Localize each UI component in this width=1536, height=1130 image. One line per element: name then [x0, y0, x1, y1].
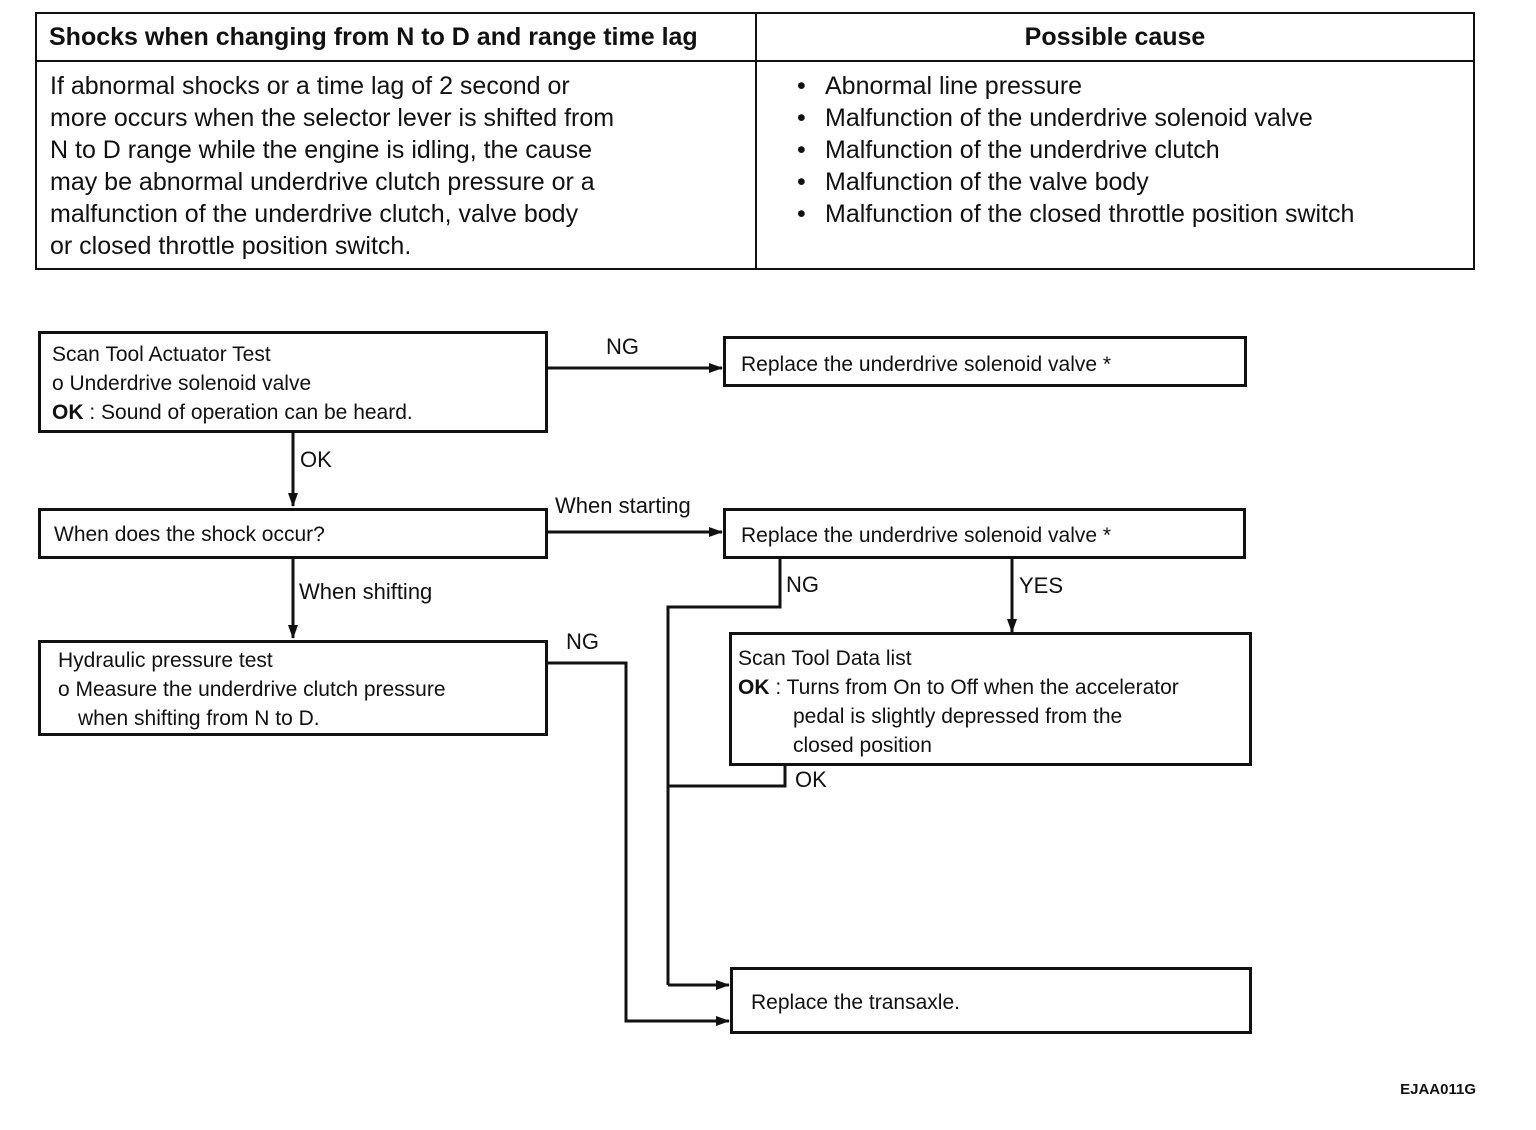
line-solenoid-ng [666, 558, 782, 985]
label-ng-solenoid: NG [786, 572, 819, 597]
possible-cause-list: Abnormal line pressure Malfunction of th… [755, 60, 1475, 270]
replace-transaxle-text: Replace the transaxle. [751, 991, 960, 1014]
description-line: malfunction of the underdrive clutch, va… [50, 200, 579, 228]
replace-solenoid-text-1: Replace the underdrive solenoid valve * [741, 353, 1112, 376]
cause-item: Malfunction of the valve body [797, 166, 1473, 198]
label-ng-pressure: NG [566, 629, 599, 654]
label-when-shifting: When shifting [299, 579, 433, 604]
actuator-test-box: Scan Tool Actuator Test o Underdrive sol… [38, 331, 548, 433]
symptom-table: Shocks when changing from N to D and ran… [35, 12, 1475, 270]
figure-code: EJAA011G [1400, 1081, 1476, 1098]
description-line: may be abnormal underdrive clutch pressu… [50, 168, 595, 196]
shock-question-box: When does the shock occur? [38, 508, 548, 559]
cause-item: Abnormal line pressure [797, 70, 1473, 102]
label-when-starting: When starting [555, 493, 691, 518]
description-line: or closed throttle position switch. [50, 232, 412, 260]
ok-label: OK [738, 676, 770, 699]
label-ok-actuator: OK [300, 447, 332, 472]
replace-solenoid-box-2: Replace the underdrive solenoid valve * [723, 508, 1246, 559]
pressure-test-title: Hydraulic pressure test [58, 649, 273, 672]
actuator-test-item: o Underdrive solenoid valve [52, 372, 312, 395]
possible-cause-header: Possible cause [755, 12, 1475, 62]
ok-label: OK [52, 401, 84, 424]
replace-solenoid-box-1: Replace the underdrive solenoid valve * [723, 336, 1247, 387]
actuator-test-ok-line: OK : Sound of operation can be heard. [52, 398, 545, 427]
replace-transaxle-box: Replace the transaxle. [730, 967, 1252, 1034]
cause-item: Malfunction of the closed throttle posit… [797, 198, 1473, 230]
pressure-test-line1: o Measure the underdrive clutch pressure [58, 678, 446, 701]
shock-question-text: When does the shock occur? [54, 523, 325, 546]
data-list-box: Scan Tool Data list OK : Turns from On t… [729, 632, 1252, 766]
description-line: more occurs when the selector lever is s… [50, 104, 615, 132]
label-ok-data-list: OK [795, 767, 827, 792]
data-list-title: Scan Tool Data list [738, 647, 912, 670]
actuator-test-title: Scan Tool Actuator Test [52, 343, 271, 366]
pressure-test-line2: when shifting from N to D. [78, 707, 320, 730]
description-line: If abnormal shocks or a time lag of 2 se… [50, 72, 570, 100]
cause-item: Malfunction of the underdrive clutch [797, 134, 1473, 166]
description-line: N to D range while the engine is idling,… [50, 136, 592, 164]
line-data-list-ok [668, 765, 787, 788]
arrow-pressure-ng [547, 661, 730, 1026]
symptom-header: Shocks when changing from N to D and ran… [35, 12, 757, 62]
data-list-text-1: : Turns from On to Off when the accelera… [769, 676, 1179, 699]
replace-solenoid-text-2: Replace the underdrive solenoid valve * [741, 524, 1112, 547]
pressure-test-box: Hydraulic pressure test o Measure the un… [38, 640, 548, 736]
symptom-description: If abnormal shocks or a time lag of 2 se… [35, 60, 757, 270]
label-ng-actuator: NG [606, 334, 639, 359]
data-list-line3: closed position [793, 734, 932, 757]
data-list-line2: pedal is slightly depressed from the [793, 705, 1123, 728]
label-yes-solenoid: YES [1019, 573, 1064, 598]
cause-item: Malfunction of the underdrive solenoid v… [797, 102, 1473, 134]
actuator-test-ok-text: : Sound of operation can be heard. [83, 401, 413, 424]
data-list-line1: OK : Turns from On to Off when the accel… [738, 673, 1249, 702]
